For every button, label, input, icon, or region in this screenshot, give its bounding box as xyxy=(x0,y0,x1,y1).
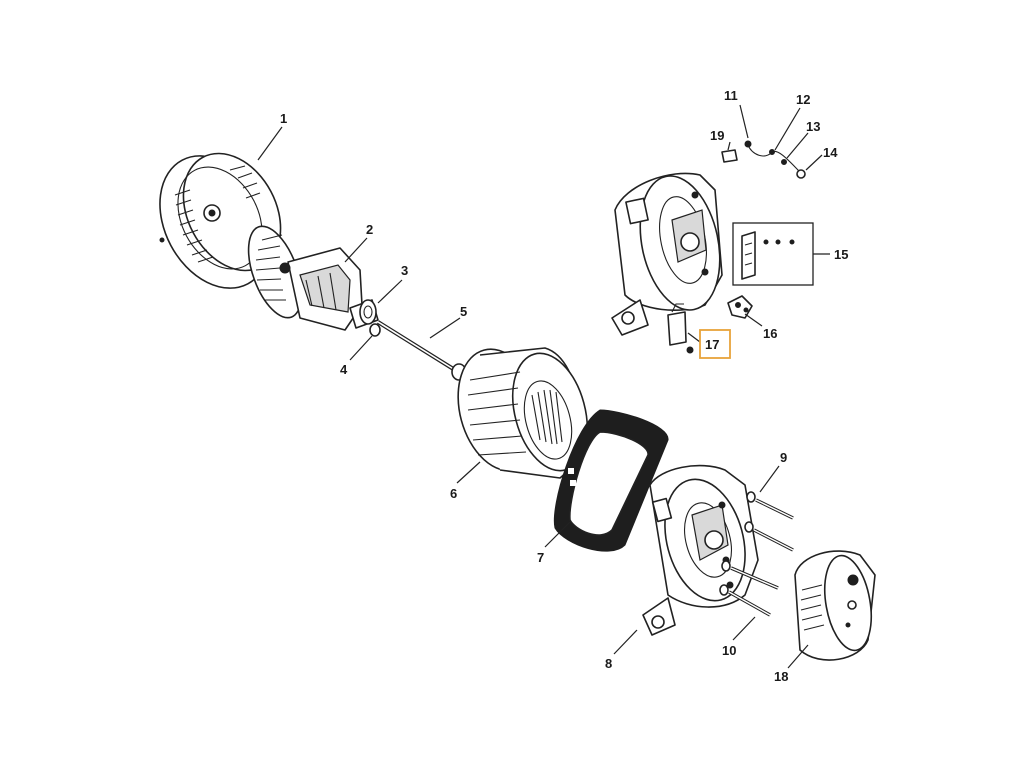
part-18-rear-cover[interactable] xyxy=(794,550,878,661)
callout-13[interactable]: 13 xyxy=(806,119,820,134)
part-2-rotor[interactable] xyxy=(238,219,379,331)
part-16-bracket[interactable] xyxy=(727,295,753,319)
part-19-tag[interactable] xyxy=(721,149,738,163)
callout-5[interactable]: 5 xyxy=(460,304,467,319)
callout-labels: 1 2 3 4 5 6 7 8 9 10 11 12 13 14 15 16 1… xyxy=(280,88,848,684)
upper-end-bell xyxy=(611,172,723,336)
callout-9[interactable]: 9 xyxy=(780,450,787,465)
part-5-through-bolt[interactable] xyxy=(376,320,467,381)
callout-12[interactable]: 12 xyxy=(796,92,810,107)
callout-8[interactable]: 8 xyxy=(605,656,612,671)
callout-4[interactable]: 4 xyxy=(340,362,348,377)
callout-15[interactable]: 15 xyxy=(834,247,848,262)
callout-16[interactable]: 16 xyxy=(763,326,777,341)
callout-6[interactable]: 6 xyxy=(450,486,457,501)
part-17-brush[interactable] xyxy=(667,303,694,354)
callout-18[interactable]: 18 xyxy=(774,669,788,684)
callout-17[interactable]: 17 xyxy=(705,337,719,352)
part-9-bolts[interactable] xyxy=(744,491,794,552)
leader-lines xyxy=(257,104,830,669)
part-11-14-wire-harness[interactable] xyxy=(744,140,806,179)
part-10-bolts[interactable] xyxy=(719,560,779,617)
part-15-circuit-board[interactable] xyxy=(732,222,814,286)
part-6-stator[interactable] xyxy=(445,340,599,480)
part-3-bearing[interactable] xyxy=(359,299,377,325)
callout-3[interactable]: 3 xyxy=(401,263,408,278)
callout-14[interactable]: 14 xyxy=(823,145,838,160)
callout-19[interactable]: 19 xyxy=(710,128,724,143)
callout-10[interactable]: 10 xyxy=(722,643,736,658)
callout-7[interactable]: 7 xyxy=(537,550,544,565)
part-7-band[interactable] xyxy=(553,409,669,552)
highlight-box-17 xyxy=(699,329,731,359)
part-8-rear-bearing-bracket[interactable] xyxy=(642,464,759,636)
callout-11[interactable]: 11 xyxy=(724,88,738,103)
part-4-washer[interactable] xyxy=(369,323,381,337)
callout-1[interactable]: 1 xyxy=(280,111,287,126)
callout-2[interactable]: 2 xyxy=(366,222,373,237)
